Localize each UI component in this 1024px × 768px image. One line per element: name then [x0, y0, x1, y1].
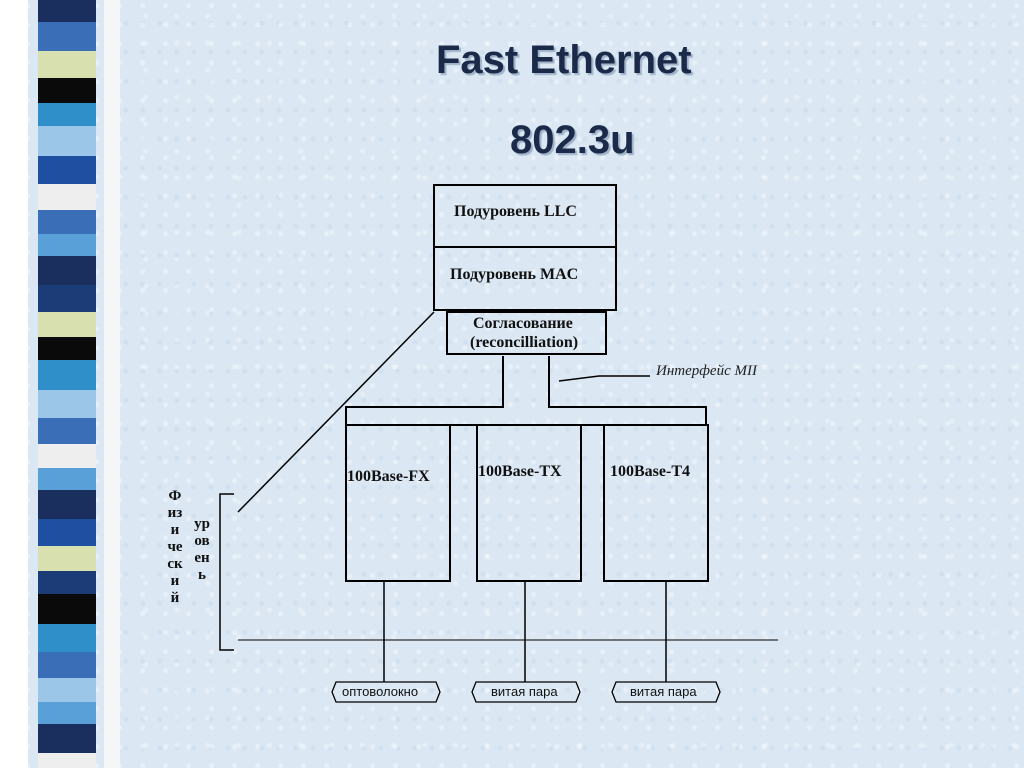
mac-label: Подуровень MAC: [450, 266, 578, 284]
mii-left-line: [346, 356, 503, 425]
reconciliation-label-2: (reconcilliation): [470, 334, 578, 352]
physical-layer-bracket: [220, 494, 234, 650]
tx-box: [477, 425, 581, 581]
physical-layer-word-1: Физический: [167, 488, 183, 607]
mii-pointer-line: [559, 376, 599, 381]
llc-label: Подуровень LLC: [454, 203, 577, 221]
medium-tp-label-2: витая пара: [630, 684, 697, 699]
medium-tp-label-1: витая пара: [491, 684, 558, 699]
medium-fiber-label: оптоволокно: [342, 684, 418, 699]
t4-box: [604, 425, 708, 581]
phy-tx-label: 100Base-TX: [478, 463, 562, 481]
phy-t4-label: 100Base-T4: [610, 463, 690, 481]
physical-layer-word-2: уровень: [194, 516, 210, 584]
phy-fx-label: 100Base-FX: [347, 468, 430, 486]
fx-box: [346, 425, 450, 581]
mii-interface-label: Интерфейс MII: [656, 363, 757, 380]
reconciliation-label-1: Согласование: [473, 315, 573, 333]
